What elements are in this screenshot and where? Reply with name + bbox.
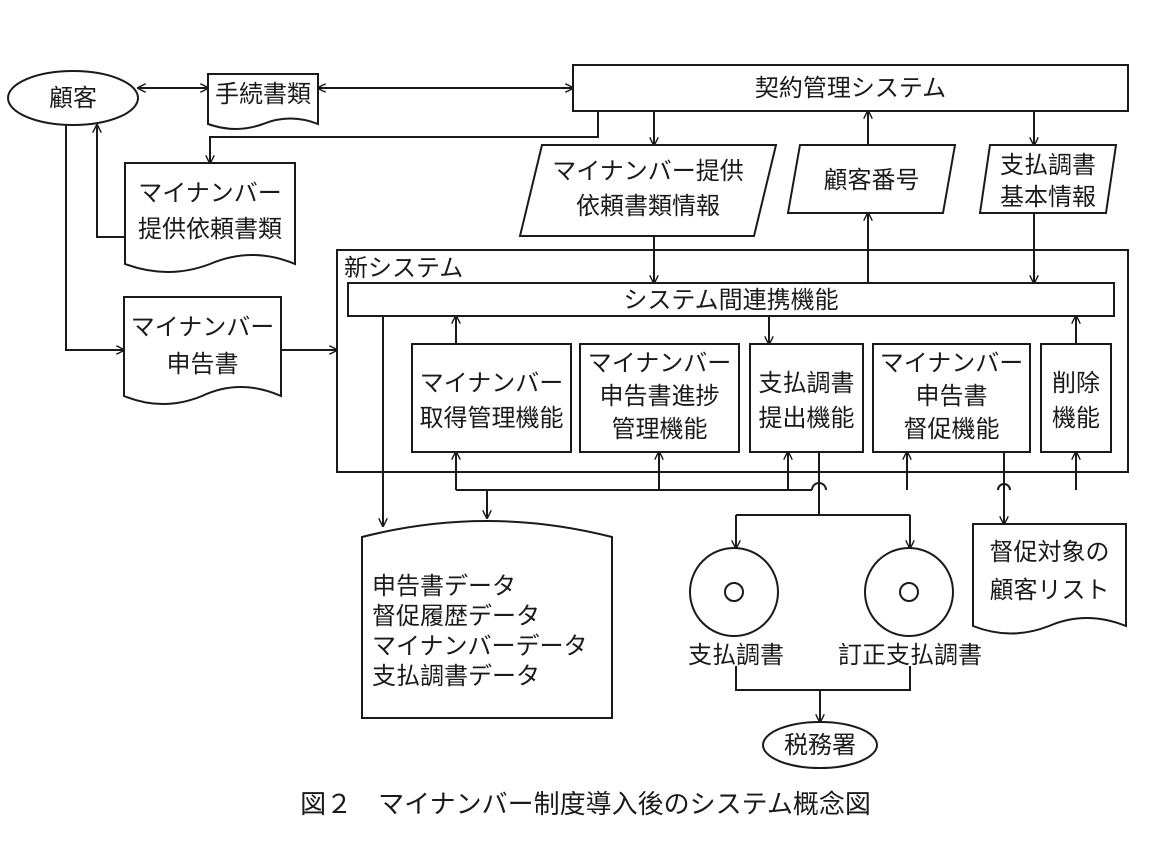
integration-label: システム間連携機能 — [623, 286, 839, 314]
payment-basic-label-1: 支払調書 — [1000, 151, 1096, 179]
procedure-docs-shape — [207, 73, 319, 130]
arrow-customer-to-declaration — [65, 125, 124, 350]
function-submit-label-2: 提出機能 — [758, 404, 855, 432]
disc-payment-inner — [724, 582, 744, 602]
integration-box — [347, 282, 1115, 317]
customer-label: 顧客 — [49, 84, 97, 112]
database-label-3: マイナンバーデータ — [372, 632, 588, 660]
new-system-label: 新システム — [344, 254, 464, 282]
procedure-docs-label: 手続書類 — [215, 80, 311, 108]
request-info-label-2: 依頼書類情報 — [576, 192, 720, 220]
function-reminder-label-1: マイナンバー — [879, 349, 1024, 377]
request-docs-label-1: マイナンバー — [138, 179, 282, 207]
function-progress-label-3: 管理機能 — [611, 415, 708, 443]
function-acquire-label-2: 取得管理機能 — [419, 404, 564, 432]
new-system-boundary — [336, 249, 1129, 473]
disc-corrected-label: 訂正支払調書 — [838, 641, 982, 669]
customer-number-label: 顧客番号 — [823, 166, 920, 194]
function-reminder-label-2: 申告書 — [915, 382, 988, 410]
function-delete-label-1: 削除 — [1052, 369, 1100, 397]
bus-crossing-jumps — [811, 482, 1011, 491]
function-acquire-label-1: マイナンバー — [419, 369, 564, 397]
reminder-list-shape — [972, 523, 1127, 635]
arrow-request-docs-to-customer — [97, 125, 125, 238]
payment-basic-shape — [978, 144, 1118, 214]
function-progress-label-1: マイナンバー — [587, 349, 732, 377]
declaration-label-1: マイナンバー — [130, 313, 275, 341]
function-reminder-label-3: 督促機能 — [903, 415, 1000, 443]
disc-payment-label: 支払調書 — [688, 641, 784, 669]
request-docs-label-2: 提供依頼書類 — [138, 215, 282, 243]
function-reminder-box — [872, 343, 1031, 453]
discs-merge-line — [735, 666, 911, 691]
customer-terminal — [7, 70, 139, 126]
reminder-list-label-1: 督促対象の — [989, 538, 1110, 566]
database-shape — [361, 520, 613, 719]
reminder-list-label-2: 顧客リスト — [989, 576, 1110, 604]
customer-number-shape — [786, 144, 957, 214]
function-submit-box — [749, 343, 864, 453]
figure-caption: 図２ マイナンバー制度導入後のシステム概念図 — [300, 790, 871, 820]
request-docs-shape — [124, 162, 296, 273]
database-label-1: 申告書データ — [372, 572, 516, 600]
arrow-contract-to-request-docs — [210, 111, 599, 163]
declaration-label-2: 申告書 — [166, 350, 239, 378]
disc-corrected-outer — [864, 547, 954, 637]
declaration-doc-shape — [123, 296, 282, 405]
tax-office-label: 税務署 — [784, 731, 856, 759]
function-delete-label-2: 機能 — [1052, 404, 1100, 432]
contract-system-label: 契約管理システム — [754, 74, 947, 102]
request-info-label-1: マイナンバー提供 — [552, 157, 744, 185]
disc-corrected-inner — [899, 582, 919, 602]
payment-basic-label-2: 基本情報 — [1000, 183, 1096, 211]
function-progress-label-2: 申告書進捗 — [599, 382, 720, 410]
request-info-shape — [518, 144, 778, 237]
database-label-4: 支払調書データ — [372, 662, 540, 690]
function-delete-box — [1040, 343, 1112, 453]
function-acquire-box — [411, 343, 572, 453]
database-label-2: 督促履歴データ — [372, 602, 540, 630]
submit-output-line — [736, 452, 910, 516]
disc-payment-outer — [689, 547, 779, 637]
function-submit-label-1: 支払調書 — [758, 369, 855, 397]
